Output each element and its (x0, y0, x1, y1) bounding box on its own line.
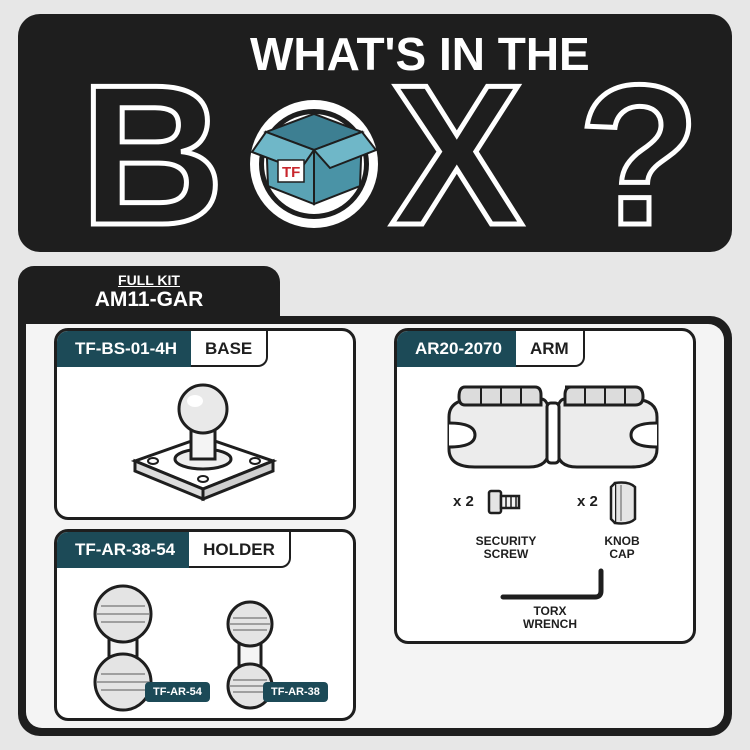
big-letter-x: X (390, 44, 523, 252)
torx-wrench-label-line2: WRENCH (523, 617, 577, 631)
arm-image (447, 385, 659, 469)
torx-wrench-label: TORX WRENCH (505, 605, 595, 631)
box-icon: TF (250, 100, 378, 228)
title-graphic: WHAT'S IN THE B TF X ? (78, 28, 703, 252)
holder-38-label: TF-AR-38 (263, 682, 328, 702)
holder-part-code: TF-AR-38-54 (57, 532, 190, 568)
kit-code: AM11-GAR (94, 288, 204, 311)
knob-cap-label-line1: KNOB (604, 534, 640, 548)
arm-card: AR20-2070 ARM x 2 SECURITY SCREW x 2 KNO… (394, 328, 696, 644)
torx-wrench-label-line1: TORX (533, 604, 567, 618)
base-mount-image (131, 383, 278, 502)
torx-wrench-image (500, 568, 604, 600)
knob-cap-label-line2: CAP (609, 547, 635, 561)
big-letter-b: B (80, 44, 224, 252)
holder-54-label: TF-AR-54 (145, 682, 210, 702)
big-question-mark: ? (578, 44, 700, 252)
title-banner: WHAT'S IN THE B TF X ? (18, 14, 732, 252)
cap-quantity: x 2 (577, 493, 598, 510)
base-part-code: TF-BS-01-4H (57, 331, 192, 367)
security-screw-label: SECURITY SCREW (461, 535, 551, 561)
arm-card-header: AR20-2070 ARM (397, 331, 585, 367)
security-screw-image (487, 489, 521, 515)
holder-part-name: HOLDER (189, 532, 291, 568)
kit-tab: FULL KIT AM11-GAR (18, 266, 280, 322)
kit-sub-label: FULL KIT (118, 272, 180, 288)
base-card-header: TF-BS-01-4H BASE (57, 331, 269, 367)
holder-54-image (93, 584, 153, 712)
security-screw-label-line1: SECURITY (475, 534, 537, 548)
base-part-name: BASE (191, 331, 269, 367)
base-card: TF-BS-01-4H BASE (54, 328, 356, 520)
knob-cap-label: KNOB CAP (587, 535, 657, 561)
screw-quantity: x 2 (453, 493, 474, 510)
holder-38-image (226, 600, 274, 710)
security-screw-label-line2: SCREW (483, 547, 529, 561)
logo-mark: TF (282, 164, 300, 181)
arm-part-name: ARM (515, 331, 585, 367)
knob-cap-image (609, 481, 637, 525)
headline-text: WHAT'S IN THE (250, 28, 590, 80)
holder-card-header: TF-AR-38-54 HOLDER (57, 532, 291, 568)
arm-part-code: AR20-2070 (397, 331, 516, 367)
holder-card: TF-AR-38-54 HOLDER TF-AR-54 TF-AR-38 (54, 529, 356, 721)
